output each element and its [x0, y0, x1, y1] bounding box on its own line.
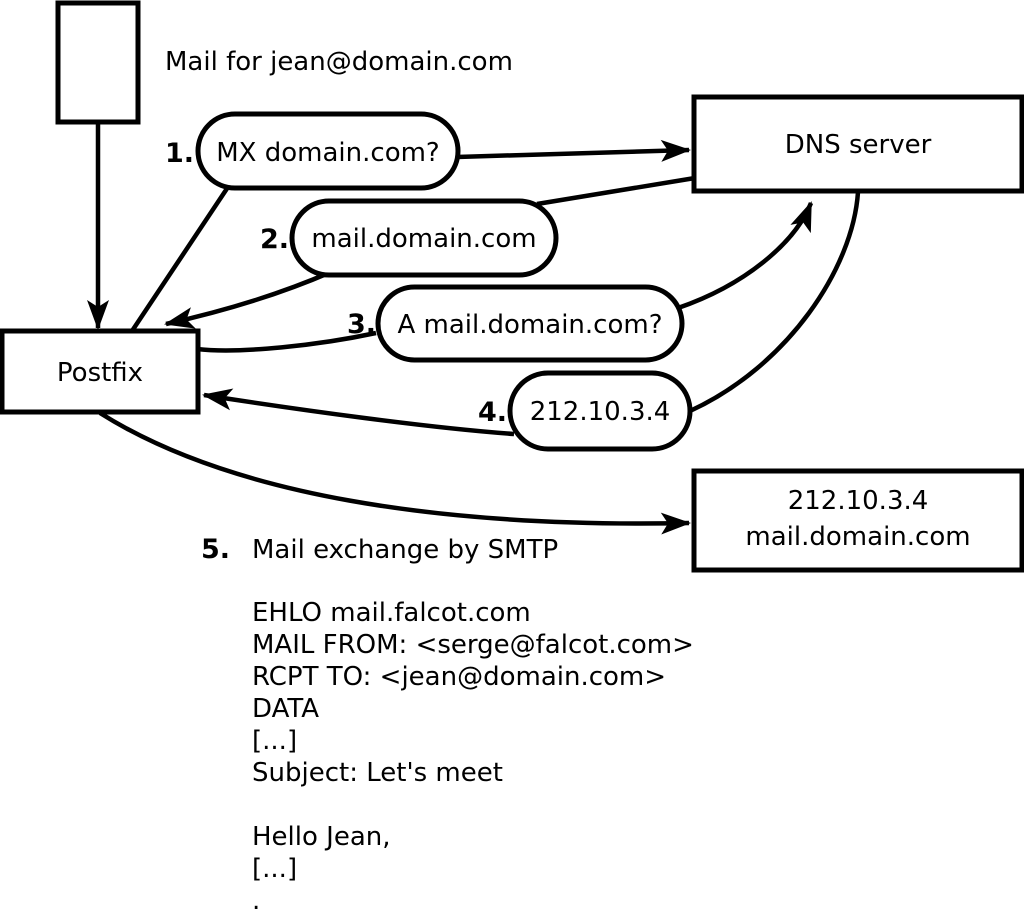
query3-label: A mail.domain.com? — [398, 310, 663, 340]
diagram-title: Mail for jean@domain.com — [165, 47, 513, 77]
arrow-query1-to-dns — [456, 139, 691, 162]
postfix-node — [0, 328, 201, 415]
line-dns-to-answer2 — [536, 175, 696, 207]
arrow-answer2-to-postfix — [164, 269, 332, 329]
step5-label: Mail exchange by SMTP — [252, 535, 558, 565]
query1-pill — [195, 111, 461, 191]
arrow-query3-to-dns — [677, 201, 814, 311]
mailserver-label-host: mail.domain.com — [745, 522, 970, 552]
query1-label: MX domain.com? — [216, 138, 439, 168]
step1-number: 1. — [165, 138, 194, 169]
step5-number: 5. — [201, 534, 230, 565]
answer4-pill — [507, 370, 693, 452]
smtp-transcript: EHLO mail.falcot.com MAIL FROM: <serge@f… — [252, 598, 694, 916]
step4-number: 4. — [478, 397, 507, 428]
postfix-label: Postfix — [57, 358, 143, 388]
line-postfix-to-query3 — [196, 330, 377, 353]
answer2-label: mail.domain.com — [311, 224, 536, 254]
line-dns-to-answer4 — [689, 191, 861, 414]
dns-server-label: DNS server — [785, 130, 932, 160]
mailserver-label-ip: 212.10.3.4 — [788, 486, 929, 516]
step2-number: 2. — [260, 224, 289, 255]
step3-number: 3. — [347, 309, 376, 340]
arrow-answer4-to-postfix — [202, 388, 515, 437]
line-postfix-to-query1 — [130, 185, 230, 333]
query3-pill — [375, 284, 685, 363]
answer4-label: 212.10.3.4 — [530, 397, 671, 427]
answer2-pill — [289, 198, 559, 278]
mail-document-node — [55, 0, 141, 125]
arrow-postfix-to-mailserver — [98, 411, 691, 535]
dns-server-node — [691, 94, 1024, 194]
mailserver-node — [691, 468, 1024, 573]
